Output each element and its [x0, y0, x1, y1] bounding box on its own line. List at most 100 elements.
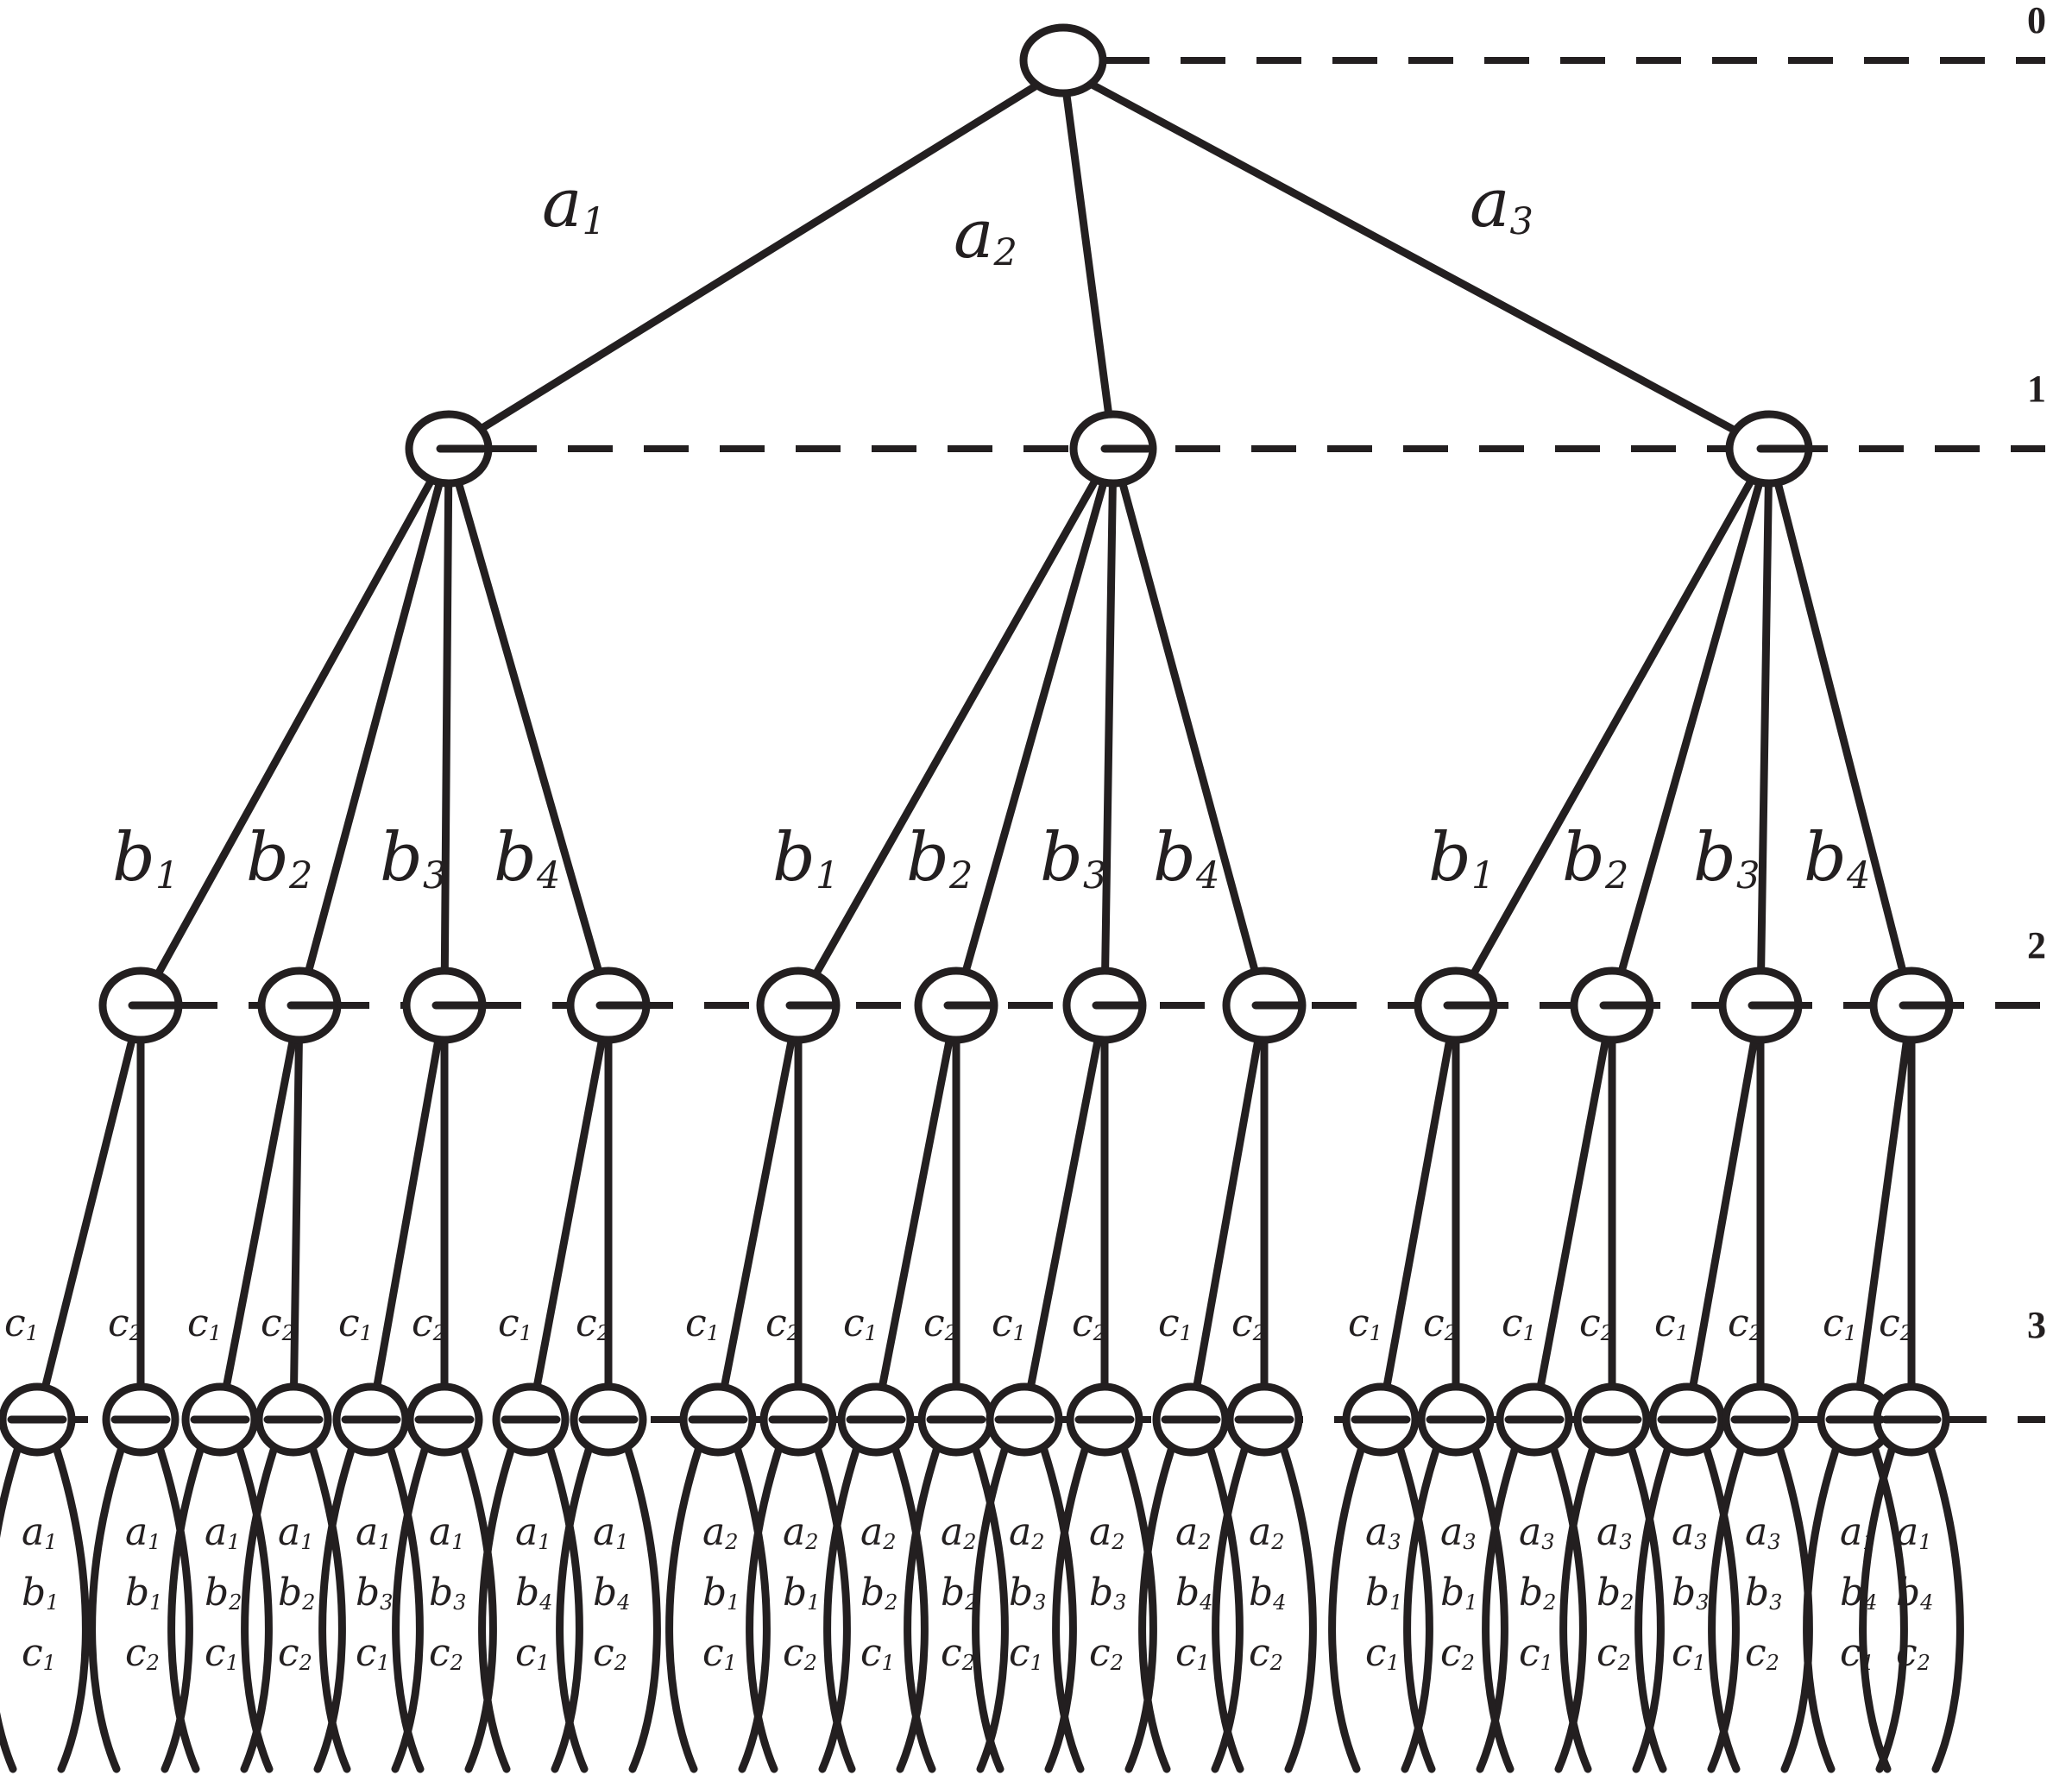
edge-b: [295, 444, 453, 1010]
leaf-strand: [1036, 1433, 1077, 1773]
edge-label-c: c1: [1823, 1301, 1857, 1345]
leaf-strand: [318, 1433, 360, 1773]
edge-label-b: b2: [1562, 819, 1628, 897]
leaf-strand: [1867, 1433, 1908, 1773]
leaf-path-label: a1: [593, 1510, 629, 1554]
leaf-strand: [542, 1433, 583, 1773]
edge-c: [1020, 1001, 1109, 1424]
leaf-path-label: b1: [1440, 1571, 1477, 1615]
leaf-path-label: c1: [1009, 1631, 1043, 1675]
leaf-strand: [1403, 1433, 1445, 1773]
level-guides: [43, 57, 2045, 1423]
leaf-path-label: b4: [1840, 1571, 1877, 1615]
edge-label-c: c1: [4, 1301, 39, 1345]
edge-b: [1109, 444, 1269, 1010]
leaf-strand: [665, 1433, 707, 1773]
leaf-strand: [152, 1433, 193, 1773]
leaf-strand: [729, 1433, 771, 1773]
leaf-path-label: c2: [1249, 1631, 1283, 1675]
leaf-strand: [1116, 1433, 1157, 1773]
leaf-path-label: c1: [515, 1631, 550, 1675]
leaf-strand: [456, 1433, 497, 1773]
leaf-path-label: c2: [1089, 1631, 1124, 1675]
edge-b: [444, 444, 613, 1010]
edge-b: [136, 444, 453, 1010]
edge-b: [1452, 444, 1773, 1010]
leaf-strand: [620, 1433, 661, 1773]
leaf-strand: [167, 1433, 209, 1773]
leaf-path-label: c2: [593, 1631, 627, 1675]
leaf-strand: [305, 1433, 346, 1773]
leaf-path-label: b1: [783, 1571, 820, 1615]
edge-c: [33, 1001, 145, 1424]
leaf-path-label: c2: [429, 1631, 463, 1675]
edge-label-b: b1: [1428, 819, 1495, 897]
leaf-strand: [1212, 1433, 1253, 1773]
edge-label-c: c2: [412, 1301, 446, 1345]
edge-label-c: c2: [1579, 1301, 1614, 1345]
edge-c: [1530, 1001, 1616, 1424]
edge-label-c: c2: [765, 1301, 800, 1345]
leaf-strand: [392, 1433, 433, 1773]
leaf-path-label: a3: [1745, 1510, 1781, 1554]
edge-label-c: c1: [685, 1301, 720, 1345]
leaf-strand: [904, 1433, 945, 1773]
leaf-path-label: a1: [356, 1510, 392, 1554]
leaf-path-label: c2: [941, 1631, 975, 1675]
leaf-strands: [0, 1433, 1964, 1773]
level-number: 1: [2027, 368, 2046, 410]
leaf-path-label: c1: [356, 1631, 390, 1675]
leaf-path-label: c1: [1672, 1631, 1706, 1675]
edge-label-c: c2: [1072, 1301, 1106, 1345]
edge-label-b: b3: [1693, 819, 1760, 897]
leaf-path-label: a3: [1597, 1510, 1633, 1554]
leaf-path-label: c1: [205, 1631, 239, 1675]
leaf-path-label: c1: [1519, 1631, 1553, 1675]
edge-c: [526, 1001, 613, 1424]
edge-label-c: c2: [1231, 1301, 1266, 1345]
edge-label-b: b3: [1040, 819, 1106, 897]
edge-a: [444, 65, 1067, 453]
edge-label-b: b2: [246, 819, 312, 897]
leaf-path-label: b2: [205, 1571, 242, 1615]
leaf-strand: [1546, 1433, 1587, 1773]
edge-label-b: b1: [772, 819, 839, 897]
leaf-path-label: b4: [593, 1571, 630, 1615]
edge-c: [872, 1001, 960, 1424]
leaf-path-label: b3: [1089, 1571, 1126, 1615]
leaf-strand: [48, 1433, 90, 1773]
leaf-path-label: c1: [860, 1631, 895, 1675]
leaf-path-label: a1: [1896, 1510, 1932, 1554]
edge-label-a: a3: [1470, 165, 1534, 243]
leaf-strand: [241, 1433, 282, 1773]
leaf-path-label: c2: [783, 1631, 817, 1675]
leaf-path-label: c2: [1745, 1631, 1779, 1675]
leaf-strand: [1634, 1433, 1676, 1773]
leaf-strand: [1275, 1433, 1317, 1773]
edge-label-c: c2: [923, 1301, 958, 1345]
leaf-strand: [0, 1433, 26, 1773]
leaf-path-label: a2: [860, 1510, 897, 1554]
edge-label-a: a1: [542, 165, 606, 243]
leaf-strand: [382, 1433, 424, 1773]
leaf-path-label: a2: [941, 1510, 977, 1554]
leaf-path-label: c2: [1440, 1631, 1475, 1675]
leaf-path-label: a1: [278, 1510, 314, 1554]
leaf-path-label: c2: [1896, 1631, 1930, 1675]
edge-a: [1059, 65, 1773, 453]
leaf-strand: [1803, 1433, 1844, 1773]
edge-label-c: c2: [576, 1301, 610, 1345]
edge-label-b: b4: [494, 819, 560, 897]
leaf-path-label: b1: [702, 1571, 740, 1615]
leaf-path-label: c2: [278, 1631, 312, 1675]
edge-label-b: b1: [112, 819, 179, 897]
edge-b: [440, 444, 453, 1010]
edge-label-a: a2: [954, 196, 1017, 274]
leaf-path-label: a2: [1089, 1510, 1125, 1554]
leaf-path-label: c2: [1597, 1631, 1631, 1675]
leaf-strand: [1708, 1433, 1749, 1773]
leaf-path-label: a1: [515, 1510, 551, 1554]
edge-c: [1187, 1001, 1269, 1424]
leaf-path-label: c2: [125, 1631, 160, 1675]
